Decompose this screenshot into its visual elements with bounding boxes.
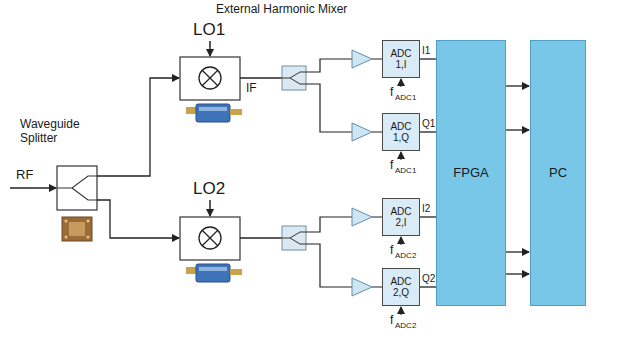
waveguide-splitter-symbol bbox=[57, 166, 97, 210]
if-branch bbox=[306, 217, 352, 287]
amplifier-symbol bbox=[352, 208, 372, 226]
clock-arrow bbox=[401, 237, 402, 245]
pc-block: PC bbox=[530, 40, 586, 306]
splitter-branch bbox=[57, 176, 97, 200]
signal-connector bbox=[506, 85, 529, 86]
signal-name: RF bbox=[16, 168, 33, 183]
signal-name: LO2 bbox=[193, 179, 225, 199]
waveguide-splitter-photo bbox=[62, 217, 92, 241]
node-label: ADC 2,I bbox=[386, 206, 416, 229]
node-label: ADC 1,I bbox=[386, 48, 416, 71]
fpga-block: FPGA bbox=[436, 40, 506, 306]
signal-name: Q1 bbox=[422, 118, 435, 130]
component-title: External Harmonic Mixer bbox=[216, 3, 347, 17]
signal-connector bbox=[420, 131, 436, 132]
lo2-arrow bbox=[209, 200, 211, 216]
adc-box: ADC 2,I bbox=[382, 198, 420, 236]
if-line bbox=[240, 77, 282, 78]
mixer-photo bbox=[186, 264, 242, 282]
clock-arrow bbox=[401, 79, 402, 87]
signal-name: I2 bbox=[422, 203, 430, 215]
clock-subscript: ADC1 bbox=[395, 93, 416, 102]
signal-connector bbox=[506, 251, 529, 252]
amplifier-output bbox=[372, 59, 382, 287]
node-label: FPGA bbox=[453, 166, 488, 181]
clock-subscript: ADC2 bbox=[395, 321, 416, 330]
node-label: PC bbox=[549, 166, 567, 181]
mixer-photo bbox=[186, 104, 242, 122]
amplifier-symbol bbox=[352, 278, 372, 296]
lo1-arrow bbox=[209, 41, 211, 56]
mixer-symbol bbox=[180, 57, 240, 100]
signal-name: IF bbox=[246, 82, 257, 96]
rf-input-line bbox=[10, 187, 56, 188]
signal-connector bbox=[420, 58, 436, 59]
rf-path-lower bbox=[97, 200, 179, 238]
if-line bbox=[240, 237, 282, 238]
component-title: Waveguide Splitter bbox=[20, 118, 84, 146]
clock-symbol: f bbox=[390, 244, 393, 258]
clock-symbol: f bbox=[390, 86, 393, 100]
signal-connector bbox=[506, 273, 529, 274]
clock-arrow bbox=[401, 307, 402, 315]
node-label: ADC 1,Q bbox=[386, 121, 416, 144]
clock-subscript: ADC2 bbox=[395, 251, 416, 260]
if-power-splitter bbox=[282, 226, 306, 250]
signal-name: LO1 bbox=[193, 20, 225, 40]
signal-name: I1 bbox=[422, 45, 430, 57]
signal-connector bbox=[506, 129, 529, 130]
signal-connector bbox=[420, 216, 436, 217]
adc-box: ADC 1,I bbox=[382, 40, 420, 78]
adc-box: ADC 2,Q bbox=[382, 268, 420, 306]
if-power-splitter bbox=[282, 66, 306, 90]
node-label: ADC 2,Q bbox=[386, 276, 416, 299]
mixer-symbol bbox=[180, 217, 240, 260]
rf-path-upper bbox=[97, 78, 179, 176]
clock-arrow bbox=[401, 152, 402, 160]
if-branch bbox=[306, 59, 352, 132]
signal-name: Q2 bbox=[422, 273, 435, 285]
clock-subscript: ADC1 bbox=[395, 166, 416, 175]
signal-connector bbox=[420, 286, 436, 287]
clock-symbol: f bbox=[390, 159, 393, 173]
amplifier-symbol bbox=[352, 123, 372, 141]
adc-box: ADC 1,Q bbox=[382, 113, 420, 151]
amplifier-symbol bbox=[352, 50, 372, 68]
clock-symbol: f bbox=[390, 314, 393, 328]
